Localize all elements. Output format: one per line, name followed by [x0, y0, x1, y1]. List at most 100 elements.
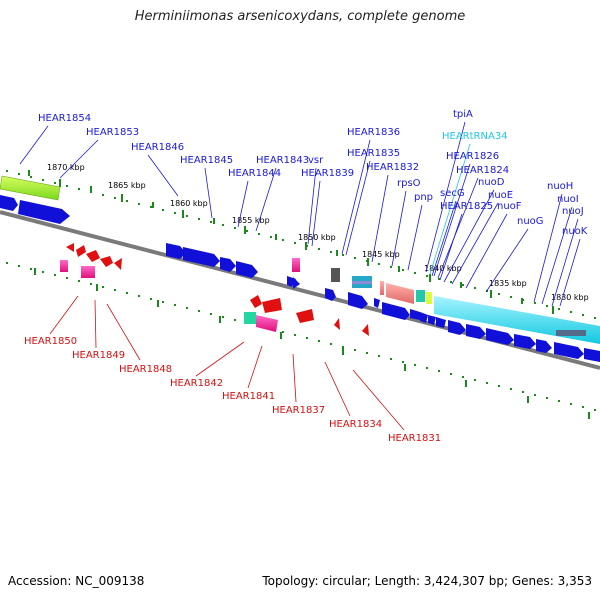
gene-label-hear1826[interactable]: HEAR1826	[446, 151, 499, 162]
gene-arrow[interactable]	[66, 243, 74, 252]
gene-label-hear1835[interactable]: HEAR1835	[347, 148, 400, 159]
gene-label-hear1848[interactable]: HEAR1848	[119, 364, 172, 375]
gene-label-nuok[interactable]: nuoK	[562, 226, 588, 237]
leader-line-hear1842	[195, 341, 245, 377]
leader-line-hear1835	[345, 160, 371, 256]
upper-genes[interactable]	[0, 175, 600, 362]
gene-arrow[interactable]	[325, 288, 336, 301]
gene-label-hear1831[interactable]: HEAR1831	[388, 433, 441, 444]
gene-arrow[interactable]	[334, 318, 340, 330]
gene-hear1849-block[interactable]	[81, 266, 95, 278]
gene-label-hear1844[interactable]: HEAR1844	[228, 168, 281, 179]
gene-arrow[interactable]	[220, 257, 236, 272]
gene-label-nuog[interactable]: nuoG	[517, 216, 544, 227]
gene-label-hear1824[interactable]: HEAR1824	[456, 165, 509, 176]
leader-line-hear1844	[237, 180, 249, 228]
leader-line-hear1834	[324, 361, 351, 417]
gene-label-hear1845[interactable]: HEAR1845	[180, 155, 233, 166]
gene-label-hear1850[interactable]: HEAR1850	[24, 336, 77, 347]
gene-arrow[interactable]	[410, 309, 420, 320]
kbp-label-5: 1850 kbp	[298, 233, 336, 242]
gene-arrow[interactable]	[554, 342, 584, 359]
gene-arrow[interactable]	[0, 195, 18, 211]
gene-arrow[interactable]	[382, 302, 410, 320]
gene-label-hear1853[interactable]: HEAR1853	[86, 127, 139, 138]
gene-vsr-block[interactable]	[292, 258, 300, 272]
gene-label-rpso[interactable]: rpsO	[397, 178, 421, 189]
gene-hear1826-block[interactable]	[416, 290, 425, 302]
gene-label-heartrna34[interactable]: HEARtRNA34	[442, 131, 508, 142]
gene-label-hear1846[interactable]: HEAR1846	[131, 142, 184, 153]
gene-arrow[interactable]	[100, 256, 113, 267]
gene-label-tpia[interactable]: tpiA	[453, 109, 473, 120]
leader-line-vsr	[307, 167, 317, 245]
gene-label-vsr[interactable]: vsr	[308, 155, 324, 166]
gene-arrow[interactable]	[262, 298, 282, 313]
gene-label-hear1825[interactable]: HEAR1825	[440, 201, 493, 212]
gene-arrow[interactable]	[466, 324, 486, 339]
gene-label-hear1832[interactable]: HEAR1832	[366, 162, 419, 173]
gene-arrow[interactable]	[486, 328, 514, 345]
gene-hear1850-block[interactable]	[60, 260, 68, 272]
kbp-label-7: 1840 kbp	[424, 264, 462, 273]
gene-arrow[interactable]	[86, 250, 100, 262]
gene-arrow[interactable]	[536, 339, 552, 353]
gene-label-hear1839[interactable]: HEAR1839	[301, 168, 354, 179]
gene-arrow[interactable]	[374, 298, 380, 308]
gene-stripe	[352, 281, 372, 284]
gene-secg-block[interactable]	[426, 292, 432, 304]
gene-label-hear1849[interactable]: HEAR1849	[72, 350, 125, 361]
gene-arrow[interactable]	[296, 309, 314, 323]
gene-hear1854-block[interactable]	[0, 175, 61, 201]
gene-label-nuoi[interactable]: nuoI	[557, 194, 579, 205]
upper-scale-ticks	[6, 170, 596, 319]
leader-line-secg	[431, 200, 457, 277]
gene-arrow[interactable]	[420, 312, 428, 323]
leader-line-hear1846	[147, 154, 179, 197]
gene-label-hear1842[interactable]: HEAR1842	[170, 378, 223, 389]
leader-line-hear1832	[371, 174, 389, 263]
gene-arrow[interactable]	[250, 295, 262, 308]
gene-gray-block[interactable]	[331, 268, 340, 282]
gene-label-hear1854[interactable]: HEAR1854	[38, 113, 91, 124]
genome-title: Herminiimonas arsenicoxydans, complete g…	[134, 9, 466, 24]
gene-arrow[interactable]	[348, 292, 368, 309]
gene-hear1841-block[interactable]	[256, 315, 278, 332]
gene-label-hear1843[interactable]: HEAR1843	[256, 155, 309, 166]
gene-arrow[interactable]	[76, 245, 86, 257]
gene-arrow[interactable]	[114, 258, 122, 270]
gene-label-nuoe[interactable]: nuoE	[488, 190, 513, 201]
leader-line-nuoh	[533, 193, 563, 303]
gene-arrow[interactable]	[236, 261, 258, 278]
gene-label-nuoh[interactable]: nuoH	[547, 181, 573, 192]
lower-genes[interactable]	[60, 243, 369, 336]
gene-arrow[interactable]	[293, 277, 300, 289]
gene-arrow[interactable]	[584, 348, 600, 362]
gene-arrow[interactable]	[448, 320, 466, 335]
gene-label-nuof[interactable]: nuoF	[497, 201, 522, 212]
gene-label-hear1841[interactable]: HEAR1841	[222, 391, 275, 402]
gene-pnp-block[interactable]	[386, 283, 414, 304]
gene-label-nuoj[interactable]: nuoJ	[562, 206, 584, 217]
gene-label-nuod[interactable]: nuoD	[478, 177, 505, 188]
gene-arrow[interactable]	[183, 247, 220, 267]
gene-arrow[interactable]	[362, 324, 369, 336]
gene-arrow[interactable]	[428, 315, 436, 325]
topology-text: Topology: circular; Length: 3,424,307 bp…	[262, 574, 592, 588]
gene-arrow[interactable]	[166, 243, 186, 259]
gene-rpso-block[interactable]	[380, 281, 384, 295]
gene-arrow[interactable]	[514, 334, 536, 349]
gene-label-pnp[interactable]: pnp	[414, 192, 433, 203]
leader-line-nuod	[443, 189, 495, 283]
gene-arrow[interactable]	[18, 200, 70, 224]
leader-line-nuog	[485, 228, 529, 293]
gene-hear1842-block[interactable]	[244, 312, 256, 324]
gene-label-hear1836[interactable]: HEAR1836	[347, 127, 400, 138]
gene-label-hear1834[interactable]: HEAR1834	[329, 419, 382, 430]
gene-label-secg[interactable]: secG	[440, 188, 465, 199]
gene-arrow[interactable]	[436, 317, 446, 328]
gene-label-hear1837[interactable]: HEAR1837	[272, 405, 325, 416]
leader-line-nuoj	[551, 218, 579, 307]
